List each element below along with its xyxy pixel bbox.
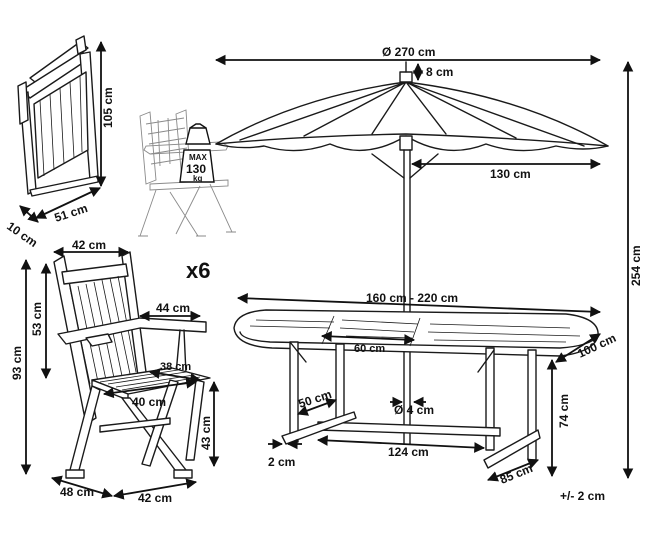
table-width-dimension [555, 333, 601, 363]
seat-height-label: 43 cm [199, 416, 213, 450]
small-chair-drawing [138, 109, 236, 237]
armrest-label: 44 cm [156, 301, 190, 315]
canopy-diameter-label: Ø 270 cm [382, 45, 435, 59]
max-load-value: 130 [186, 162, 206, 176]
chair-height-label: 93 cm [10, 346, 24, 380]
foot-depth-dimension [486, 458, 540, 482]
max-load-label: MAX [189, 153, 207, 162]
quantity-label: x6 [186, 258, 210, 283]
leg-spacing-dimension [316, 435, 486, 453]
foot-depth-label: 85 cm [498, 461, 535, 487]
weight-badge: MAX 130 kg [179, 123, 215, 183]
chair-width-dimension [112, 478, 198, 500]
tolerance-label: +/- 2 cm [560, 489, 605, 503]
folded-depth-label: 10 cm [4, 219, 40, 250]
back-height-label: 53 cm [30, 302, 44, 336]
back-width-label: 42 cm [72, 238, 106, 252]
folded-width-label: 51 cm [53, 201, 90, 225]
umbrella-height-label: 254 cm [629, 245, 643, 286]
foot-thickness-label: 2 cm [268, 455, 295, 469]
canopy-radius-label: 130 cm [490, 167, 531, 181]
folded-depth-dimension [19, 205, 39, 223]
folded-width-dimension [35, 187, 101, 219]
umbrella-drawing [215, 61, 609, 445]
chair-depth-dimension [50, 475, 114, 499]
extension-label: 60 cm [354, 343, 385, 355]
table-height-label: 74 cm [557, 394, 571, 428]
folded-height-label: 105 cm [101, 87, 115, 128]
table-length-dimension [236, 292, 602, 318]
cross-bar-dimension [296, 398, 338, 416]
seat-small-label: 38 cm [160, 361, 191, 373]
table-length-label: 160 cm - 220 cm [366, 291, 458, 305]
seat-depth-label: 40 cm [132, 395, 166, 409]
max-load-unit: kg [193, 174, 202, 183]
top-height-label: 8 cm [426, 65, 453, 79]
leg-spacing-label: 124 cm [388, 445, 429, 459]
chair-width-label: 42 cm [138, 491, 172, 505]
pole-diameter-label: Ø 4 cm [394, 403, 434, 417]
seat-depth-dimension [102, 377, 198, 399]
chair-depth-label: 48 cm [60, 485, 94, 499]
folded-chair-drawing [17, 35, 99, 197]
extension-dimension [320, 331, 416, 345]
